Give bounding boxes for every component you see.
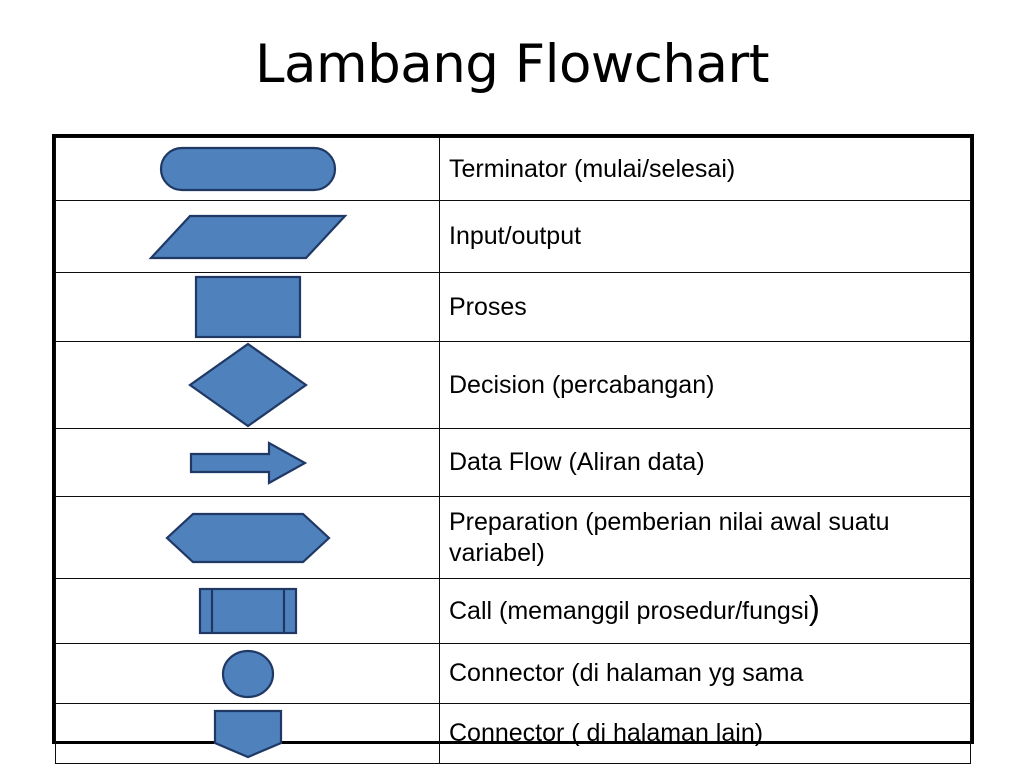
label-cell-call: Call (memanggil prosedur/fungsi)	[439, 578, 971, 644]
shape-cell-connector-same-page	[55, 643, 440, 704]
row-label: Terminator (mulai/selesai)	[449, 154, 736, 183]
row-label: Preparation (pemberian nilai awal suatu …	[449, 508, 890, 567]
predefined-process-call-shape	[198, 587, 297, 635]
table-row: Call (memanggil prosedur/fungsi)	[55, 578, 971, 644]
shape-cell-call	[55, 578, 440, 644]
row-label: Connector ( di halaman lain)	[449, 719, 764, 748]
shape-cell-terminator	[55, 137, 440, 201]
table-row: Terminator (mulai/selesai)	[55, 137, 971, 201]
page-title: Lambang Flowchart	[254, 34, 770, 95]
shape-cell-decision	[55, 341, 440, 429]
table-row: Preparation (pemberian nilai awal suatu …	[55, 496, 971, 579]
row-label: Data Flow (Aliran data)	[449, 448, 705, 477]
label-cell-decision: Decision (percabangan)	[439, 341, 971, 429]
label-cell-terminator: Terminator (mulai/selesai)	[439, 137, 971, 201]
shape-cell-input-output	[55, 200, 440, 273]
row-label: Proses	[449, 292, 527, 321]
row-label: Call (memanggil prosedur/fungsi	[449, 596, 809, 625]
shape-cell-process	[55, 272, 440, 342]
label-cell-input-output: Input/output	[439, 200, 971, 273]
label-cell-data-flow: Data Flow (Aliran data)	[439, 428, 971, 497]
row-label-tail: )	[808, 588, 820, 626]
table-row: Decision (percabangan)	[55, 341, 971, 429]
row-label: Connector (di halaman yg sama	[449, 659, 804, 688]
label-cell-connector-same-page: Connector (di halaman yg sama	[439, 643, 971, 704]
rounded-rectangle-terminator-shape	[159, 146, 336, 192]
label-cell-preparation: Preparation (pemberian nilai awal suatu …	[439, 496, 971, 579]
shape-cell-preparation	[55, 496, 440, 579]
off-page-connector-shape	[213, 709, 282, 758]
shape-cell-data-flow	[55, 428, 440, 497]
table-row: Data Flow (Aliran data)	[55, 428, 971, 497]
label-cell-process: Proses	[439, 272, 971, 342]
table-row: Proses	[55, 272, 971, 342]
hexagon-preparation-shape	[164, 512, 331, 563]
table-row: Input/output	[55, 200, 971, 273]
table-row: Connector (di halaman yg sama	[55, 643, 971, 704]
right-arrow-data-flow-shape	[189, 440, 307, 485]
circle-connector-shape	[221, 649, 274, 698]
shape-cell-connector-other-page	[55, 703, 440, 764]
flowchart-symbol-table: Terminator (mulai/selesai) Input/output	[52, 134, 974, 764]
parallelogram-input-output-shape	[147, 214, 348, 259]
rectangle-process-shape	[194, 275, 301, 339]
label-cell-connector-other-page: Connector ( di halaman lain)	[439, 703, 971, 764]
row-label: Decision (percabangan)	[449, 370, 715, 399]
table-row: Connector ( di halaman lain)	[55, 703, 971, 764]
row-label: Input/output	[449, 222, 582, 251]
diamond-decision-shape	[187, 342, 308, 428]
